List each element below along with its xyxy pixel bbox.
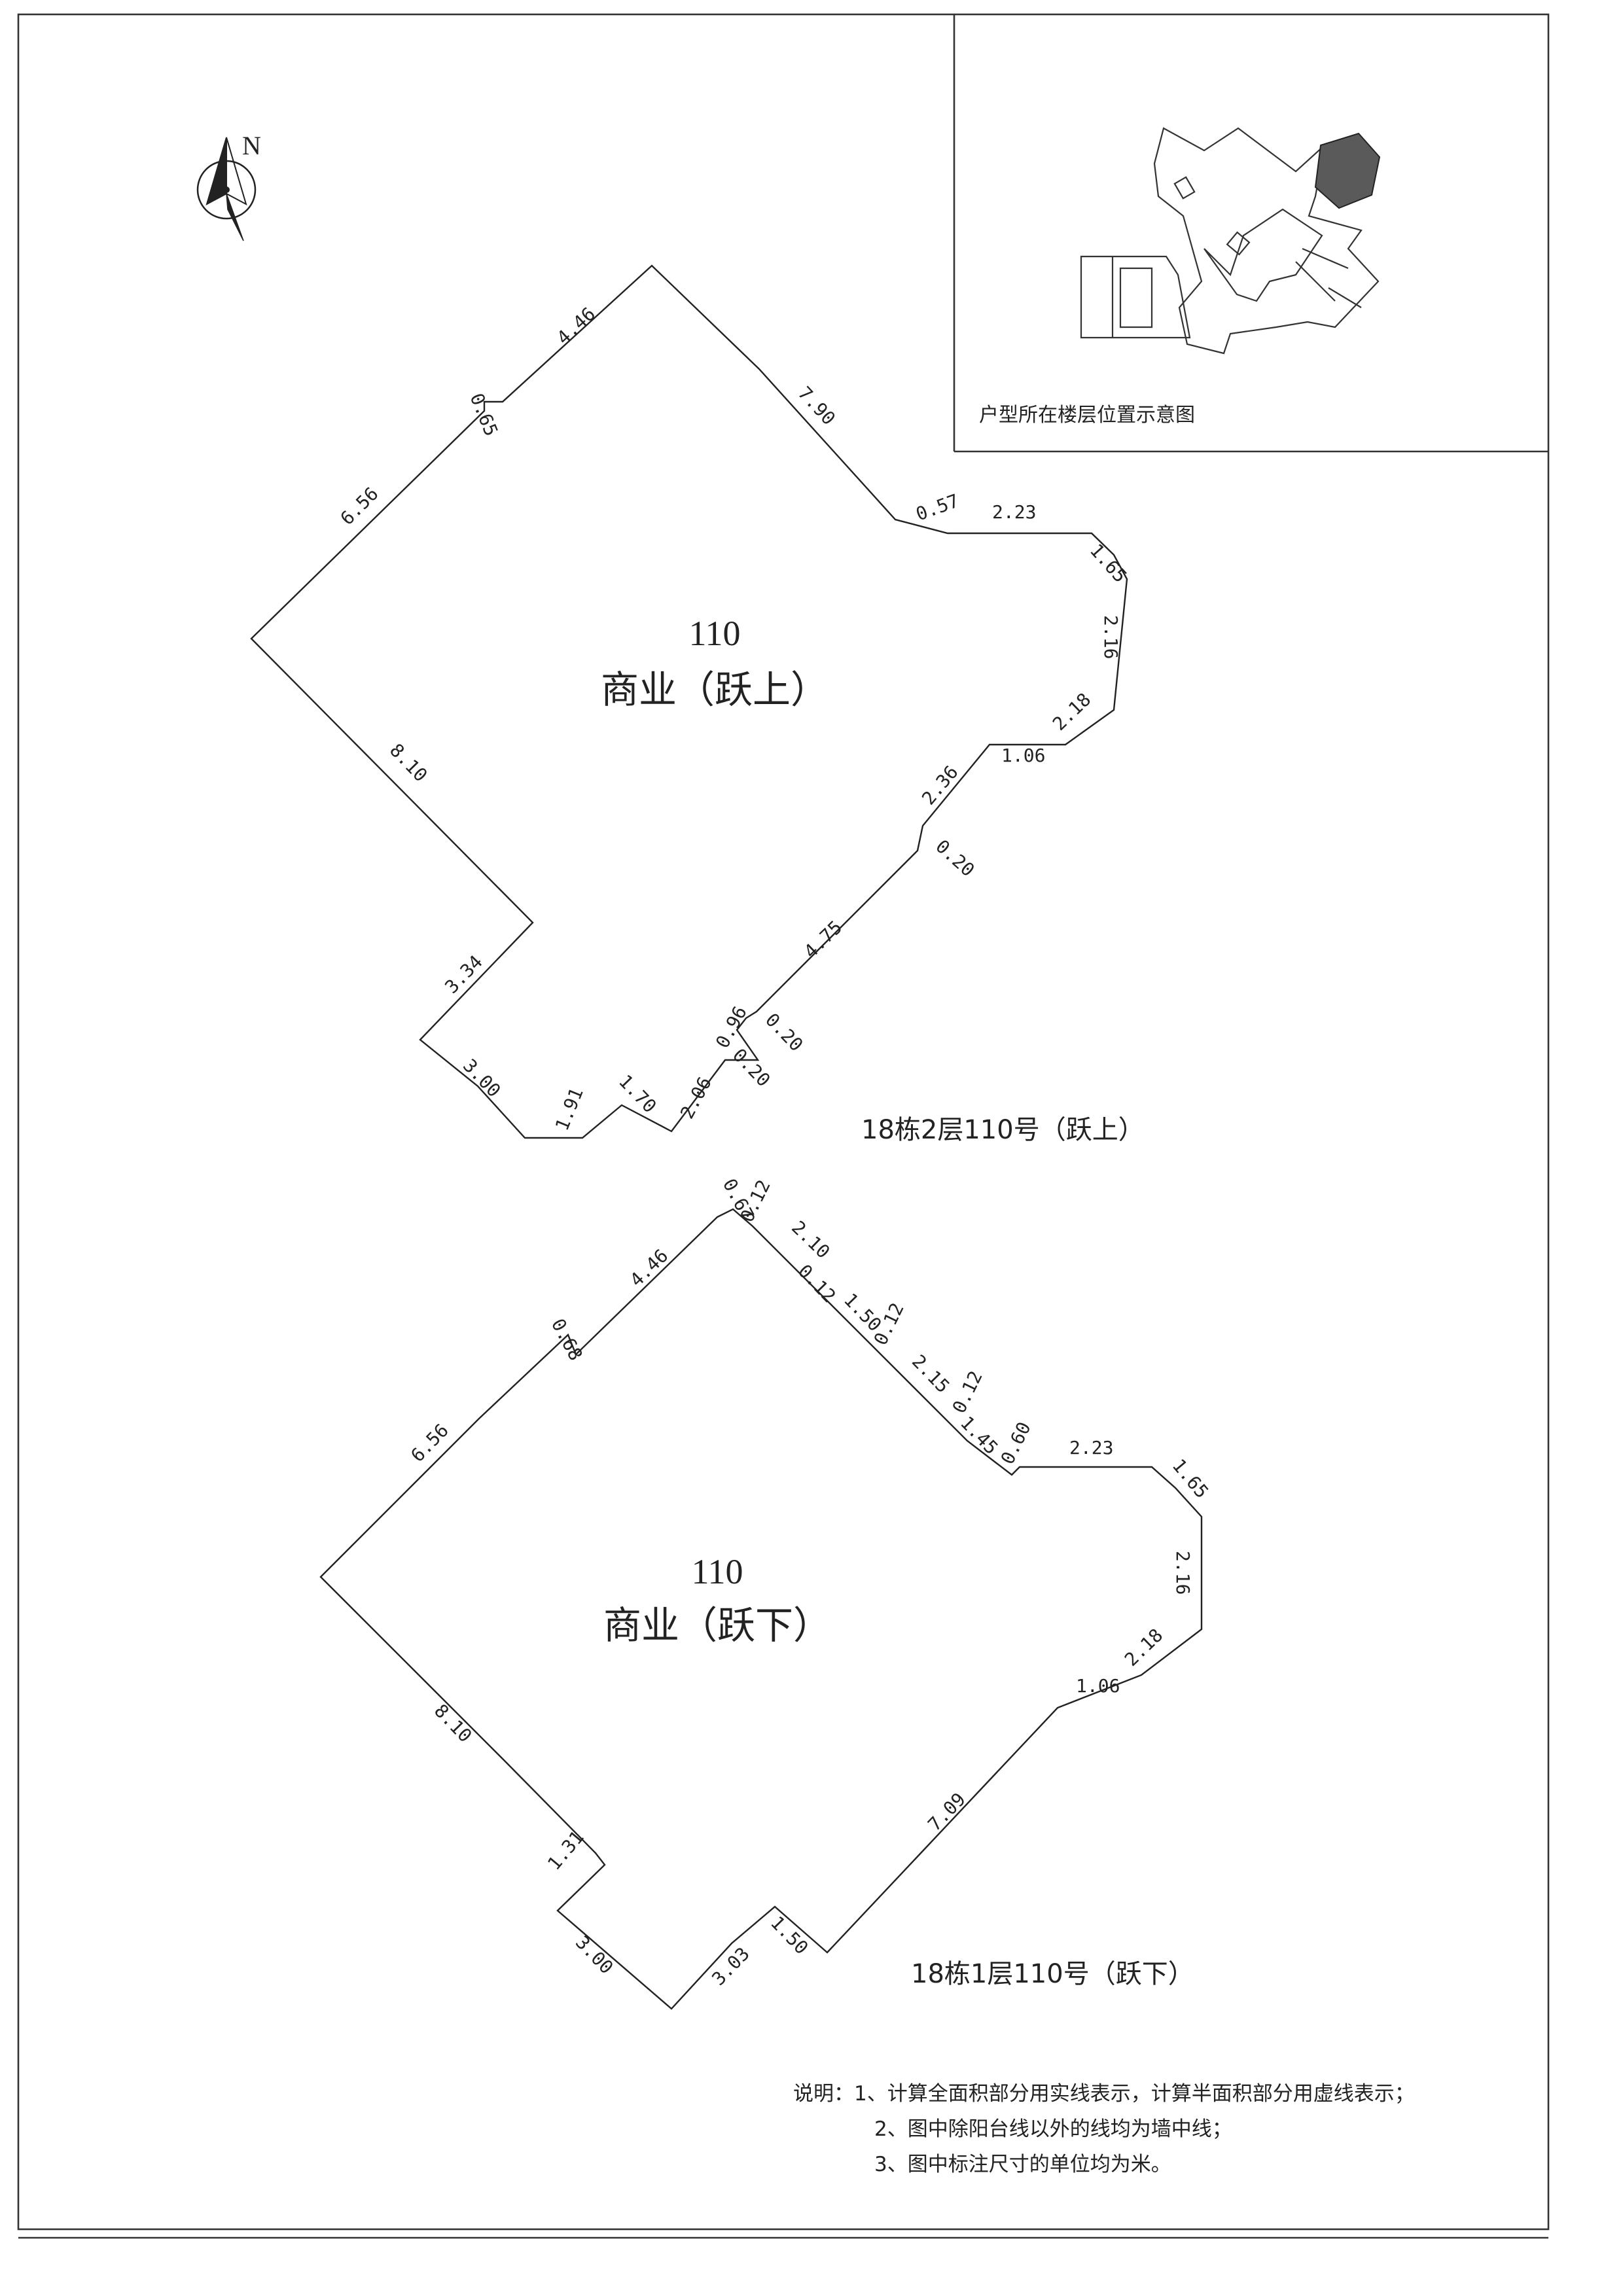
dim-label: 2.15 — [908, 1351, 954, 1397]
inset-building-main — [1153, 127, 1380, 355]
dim-label: 2.10 — [787, 1216, 834, 1263]
upper-plan-caption: 18栋2层110号（跃上） — [861, 1115, 1145, 1145]
lower-plan-caption: 18栋1层110号（跃下） — [911, 1959, 1194, 1989]
dim-label: 6.56 — [336, 483, 383, 529]
north-label: N — [242, 131, 261, 160]
lower-dimension-labels: 0.67 0.12 4.46 2.10 0.12 0.68 1.50 0.12 … — [406, 1175, 1213, 1990]
dim-label: 1.91 — [551, 1085, 588, 1134]
dim-label: 3.00 — [571, 1932, 618, 1978]
upper-room-use: 商业（跃上） — [601, 667, 829, 712]
upper-dimension-labels: 4.46 0.65 7.90 6.56 0.57 2.23 1.65 2.16 … — [336, 303, 1132, 1134]
dim-label: 2.16 — [1100, 615, 1122, 659]
lower-room-number: 110 — [692, 1552, 743, 1591]
dim-label: 2.23 — [1069, 1437, 1113, 1458]
page-frame — [17, 13, 1550, 2239]
dim-label: 2.06 — [676, 1073, 716, 1122]
dim-label: 1.45 — [956, 1412, 1003, 1458]
dim-label: 1.65 — [1086, 540, 1132, 587]
dim-label: 8.10 — [385, 739, 432, 786]
dim-label: 1.06 — [1001, 745, 1045, 766]
dim-label: 3.00 — [459, 1055, 505, 1101]
dim-label: 1.06 — [1076, 1675, 1120, 1697]
dim-label: 1.70 — [615, 1070, 661, 1117]
dim-label: 1.31 — [543, 1827, 588, 1875]
dim-label: 4.75 — [800, 916, 846, 963]
dim-label: 0.20 — [931, 836, 978, 881]
dim-label: 1.50 — [766, 1912, 813, 1958]
dim-label: 1.65 — [1168, 1455, 1213, 1502]
lower-plan-outline — [319, 1208, 1203, 2010]
dim-label: 7.90 — [794, 382, 840, 429]
dim-label: 0.96 — [711, 1002, 751, 1051]
dim-label: 4.46 — [552, 303, 599, 349]
dim-label: 3.34 — [440, 951, 487, 997]
dim-label: 0.68 — [547, 1315, 587, 1364]
dim-label: 3.03 — [707, 1943, 754, 1989]
dim-label: 0.20 — [761, 1009, 808, 1055]
dim-label: 2.18 — [1120, 1624, 1167, 1670]
dim-label: 2.16 — [1172, 1551, 1194, 1595]
dim-label: 2.23 — [992, 501, 1036, 523]
upper-floor-plan: 4.46 0.65 7.90 6.56 0.57 2.23 1.65 2.16 … — [250, 264, 1145, 1145]
notes-block: 说明：1、计算全面积部分用实线表示，计算半面积部分用虚线表示； 2、图中除阳台线… — [793, 2082, 1415, 2176]
location-inset: 户型所在楼层位置示意图 — [979, 127, 1381, 427]
dim-label: 0.12 — [794, 1260, 840, 1307]
upper-room-number: 110 — [689, 614, 741, 653]
dim-label: 6.56 — [406, 1419, 453, 1466]
lower-room-use: 商业（跃下） — [603, 1603, 831, 1648]
dim-label: 8.10 — [430, 1700, 476, 1746]
note-line-1: 说明：1、计算全面积部分用实线表示，计算半面积部分用虚线表示； — [793, 2082, 1415, 2106]
note-line-2: 2、图中除阳台线以外的线均为墙中线； — [874, 2117, 1232, 2141]
upper-plan-outline — [250, 264, 1128, 1139]
dim-label: 7.09 — [923, 1788, 970, 1835]
dim-label: 0.20 — [728, 1044, 775, 1091]
note-line-3: 3、图中标注尺寸的单位均为米。 — [874, 2153, 1171, 2176]
dim-label: 0.65 — [466, 390, 503, 439]
dim-label: 0.12 — [948, 1368, 987, 1417]
north-arrow-icon: N — [196, 131, 261, 241]
dim-label: 0.57 — [913, 490, 962, 525]
inset-building-left — [1080, 255, 1191, 339]
inset-unit-highlight — [1314, 132, 1381, 209]
lower-floor-plan: 0.67 0.12 4.46 2.10 0.12 0.68 1.50 0.12 … — [319, 1175, 1213, 2010]
inset-caption: 户型所在楼层位置示意图 — [979, 404, 1195, 427]
